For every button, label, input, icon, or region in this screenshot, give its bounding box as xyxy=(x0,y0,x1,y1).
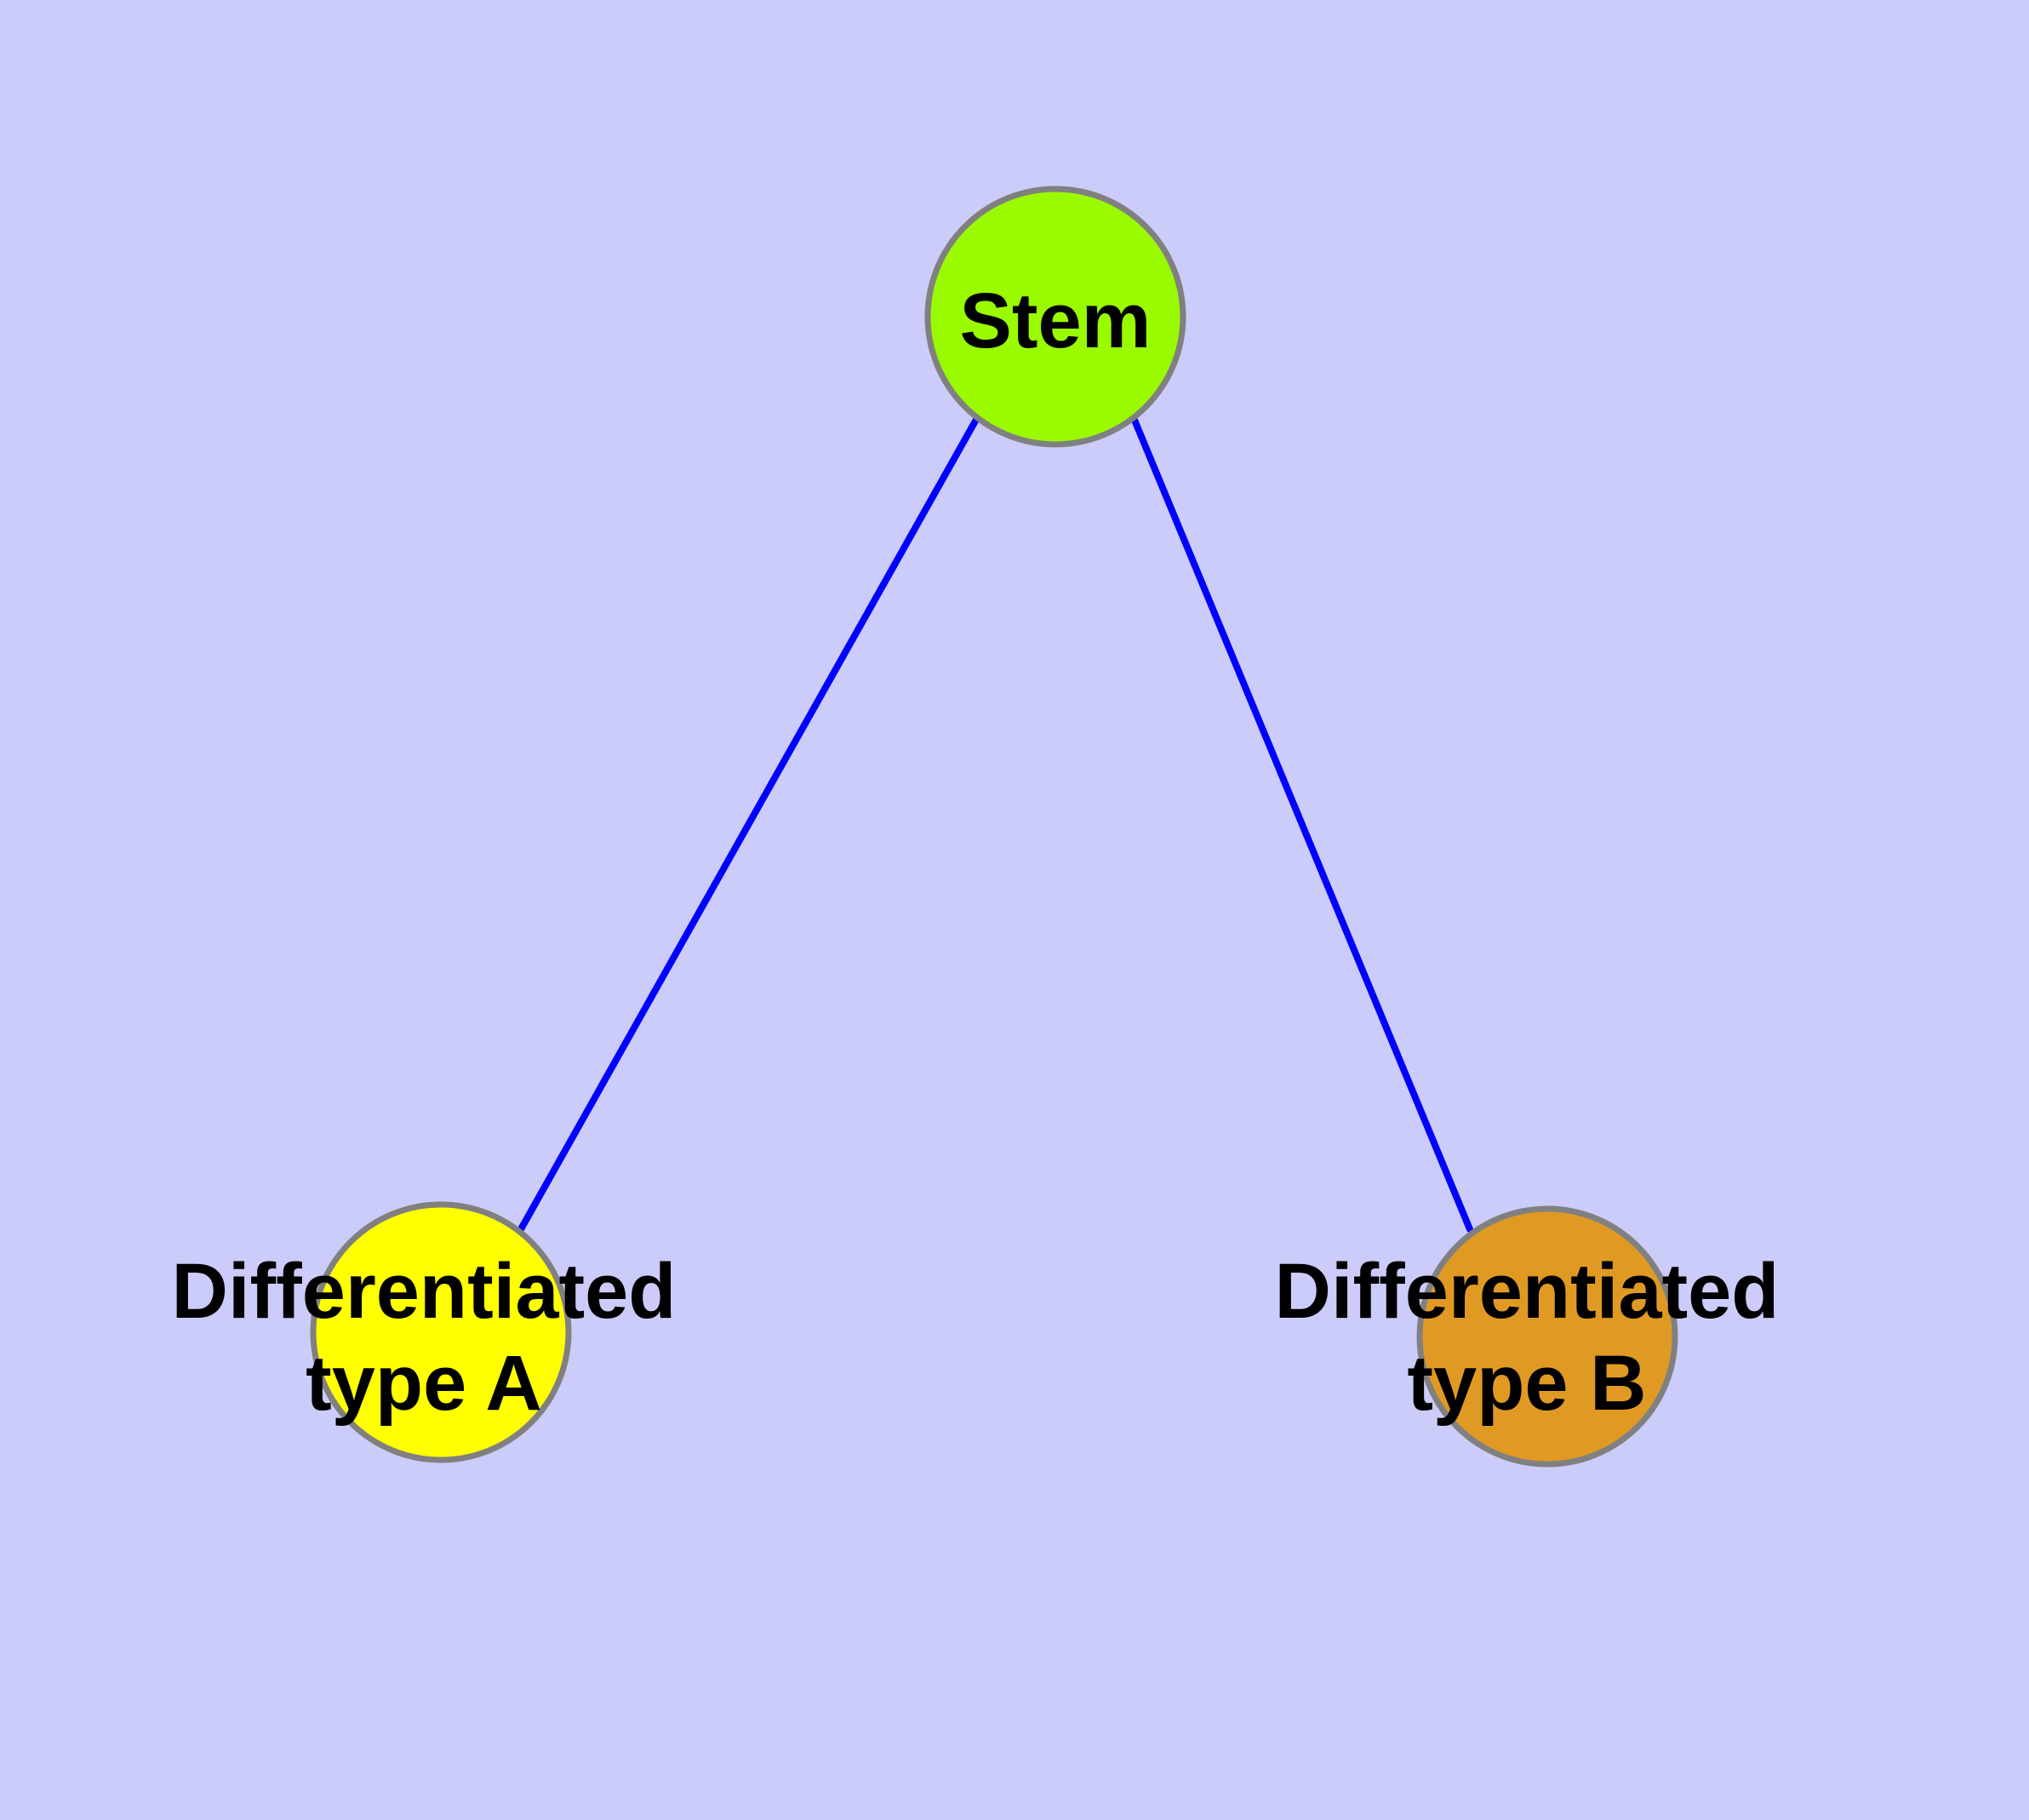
node-layer xyxy=(310,186,1678,1468)
node-diff-a-label-line2: type A xyxy=(306,1340,542,1427)
node-stem-label-line1: Stem xyxy=(960,278,1152,364)
node-diff-b-label-line1: Differentiated xyxy=(1275,1248,1780,1335)
edge-layer xyxy=(517,415,1473,1233)
node-diff-b-label-line2: type B xyxy=(1407,1340,1646,1427)
label-layer: Stem Differentiated type A Differentiate… xyxy=(172,278,1780,1427)
edge-stem-to-diff-a[interactable] xyxy=(517,415,980,1233)
edge-stem-to-diff-b[interactable] xyxy=(1130,415,1473,1233)
node-diff-a-circle[interactable] xyxy=(310,1201,572,1463)
node-diff-a-label-line1: Differentiated xyxy=(172,1248,677,1335)
node-stem-circle[interactable] xyxy=(924,186,1186,448)
node-diff-b-circle[interactable] xyxy=(1416,1205,1678,1468)
